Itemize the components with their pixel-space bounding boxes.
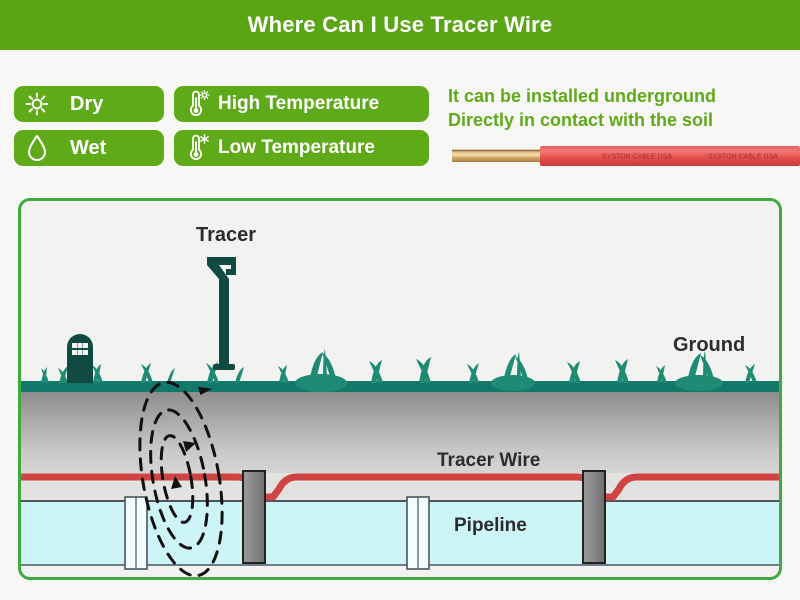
pipe-joint xyxy=(124,496,148,570)
wire-print-text-2: SYSTON CABLE USA xyxy=(708,154,778,161)
tracer-wire-access-post xyxy=(242,470,266,564)
badge-low-temperature-label: Low Temperature xyxy=(218,137,375,158)
badge-dry-label: Dry xyxy=(70,92,104,115)
badge-wet: Wet xyxy=(14,130,164,166)
ground-surface-band xyxy=(21,381,779,392)
field-direction-arrows xyxy=(171,386,213,489)
badge-low-temperature: Low Temperature xyxy=(174,130,429,166)
installation-note: It can be installed underground Directly… xyxy=(448,84,794,132)
electromagnetic-field-lines xyxy=(138,380,224,577)
condition-badge-group: Dry Wet High Temperature xyxy=(14,86,434,172)
label-pipeline: Pipeline xyxy=(454,515,527,536)
page-header: Where Can I Use Tracer Wire xyxy=(0,0,800,50)
badge-wet-label: Wet xyxy=(70,136,107,159)
page-title: Where Can I Use Tracer Wire xyxy=(247,12,553,37)
utility-marker-icon xyxy=(67,334,93,383)
label-tracer: Tracer xyxy=(196,224,257,246)
thermometer-sun-icon xyxy=(189,90,210,117)
sun-icon xyxy=(25,92,49,116)
sky-region xyxy=(21,201,779,383)
pipe-joint xyxy=(406,496,430,570)
tracer-wire-access-post xyxy=(582,470,606,564)
tracer-wire-product-photo: SYSTON CABLE USA SYSTON CABLE USA xyxy=(452,146,800,166)
underground-cross-section-diagram xyxy=(21,201,779,577)
grass-tufts xyxy=(41,349,757,392)
label-tracer-wire: Tracer Wire xyxy=(437,450,541,471)
label-ground: Ground xyxy=(673,334,746,356)
diagram-panel xyxy=(18,198,782,580)
installation-note-line-2: Directly in contact with the soil xyxy=(448,110,714,130)
badge-high-temperature: High Temperature xyxy=(174,86,429,122)
tracer-locator-device xyxy=(207,257,236,370)
thermometer-snowflake-icon xyxy=(189,134,209,161)
water-drop-icon xyxy=(28,135,46,161)
badge-high-temperature-label: High Temperature xyxy=(218,93,380,114)
wire-print-text-1: SYSTON CABLE USA xyxy=(602,154,672,161)
installation-note-line-1: It can be installed underground xyxy=(448,86,717,106)
badge-dry: Dry xyxy=(14,86,164,122)
